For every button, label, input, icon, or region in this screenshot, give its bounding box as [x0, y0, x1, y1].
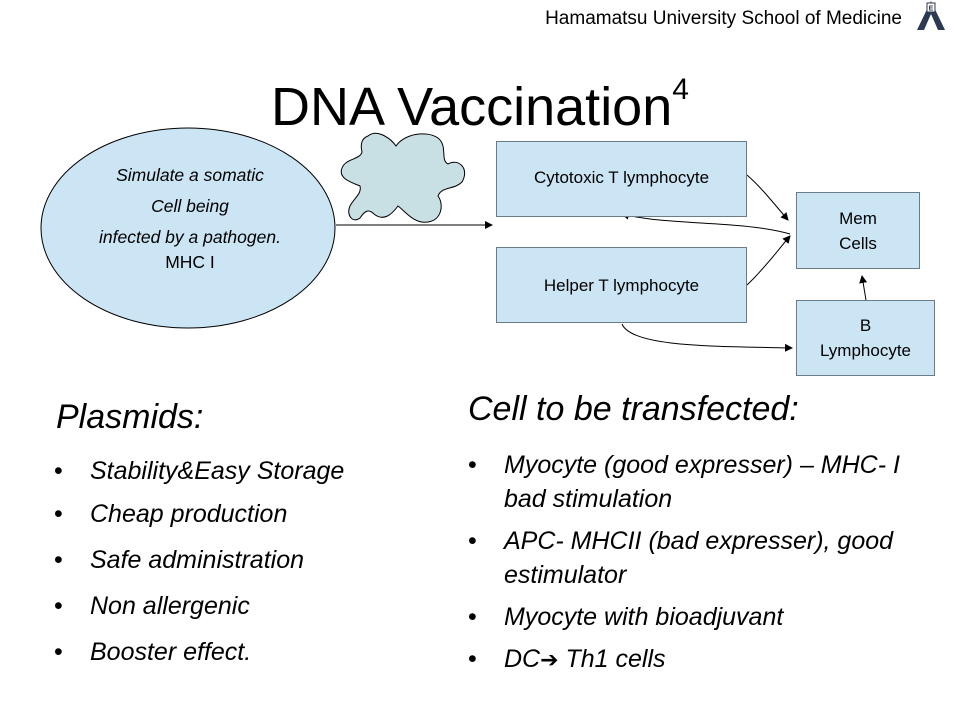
arrow-helper-to-bl [621, 323, 793, 352]
b-lymphocyte-line-2: Lymphocyte [819, 341, 912, 360]
helper-t-label: Helper T lymphocyte [543, 275, 700, 295]
helper-t-lymphocyte-box: Helper T lymphocyte [496, 247, 747, 323]
somatic-cell-label: Simulate a somatic Cell being infected b… [40, 160, 340, 278]
list-item: APC- MHCII (bad expresser), good estimul… [468, 524, 938, 592]
svg-text:E: E [929, 6, 934, 13]
list-item: DC➔ Th1 cells [468, 642, 938, 677]
plasmids-list: Stability&Easy Storage Cheap production … [54, 456, 414, 683]
list-item: Non allergenic [54, 591, 414, 622]
title-superscript: 4 [672, 73, 689, 106]
b-lymphocyte-line-1: B [859, 316, 872, 335]
list-item: Myocyte with bioadjuvant [468, 600, 938, 634]
arrow-helper-to-mem [746, 235, 791, 286]
title-text: DNA Vaccination [271, 77, 673, 137]
somatic-cell-ellipse [40, 127, 336, 329]
ellipse-line-2: Cell being [151, 196, 229, 216]
mem-cells-line-1: Mem [839, 208, 877, 228]
cell-transfected-list: Myocyte (good expresser) – MHC- I bad st… [468, 448, 938, 685]
b-lymphocyte-box: B Lymphocyte [796, 300, 935, 376]
cytotoxic-t-label: Cytotoxic T lymphocyte [533, 167, 710, 187]
arrow-mem-to-cytotoxic [621, 211, 791, 235]
list-item: Safe administration [54, 545, 414, 576]
cell-transfected-heading: Cell to be transfected: [468, 390, 799, 428]
list-item: Cheap production [54, 499, 414, 530]
list-item: Myocyte (good expresser) – MHC- I bad st… [468, 448, 938, 516]
list-item: Stability&Easy Storage [54, 456, 414, 487]
memory-cells-box: Mem Cells [796, 192, 920, 269]
ellipse-line-1: Simulate a somatic [116, 165, 264, 185]
cytotoxic-t-lymphocyte-box: Cytotoxic T lymphocyte [496, 141, 747, 217]
arrow-bl-to-mem [859, 275, 868, 301]
institution-name: Hamamatsu University School of Medicine [545, 8, 902, 29]
ellipse-line-3: infected by a pathogen. [99, 227, 281, 247]
list-item: Booster effect. [54, 637, 414, 668]
antigen-presenting-cell-shape [340, 132, 466, 223]
slide-title: DNA Vaccination4 [0, 58, 960, 139]
arrow-cytotoxic-to-mem [746, 174, 789, 221]
plasmids-heading: Plasmids: [56, 398, 204, 436]
dc-text: DC [504, 645, 541, 673]
ellipse-line-4: MHC I [165, 252, 215, 272]
right-arrow-icon: ➔ [540, 647, 559, 672]
mem-cells-line-2: Cells [839, 233, 877, 253]
th1-text: Th1 cells [558, 645, 666, 673]
university-emblem-icon: E [917, 1, 945, 30]
